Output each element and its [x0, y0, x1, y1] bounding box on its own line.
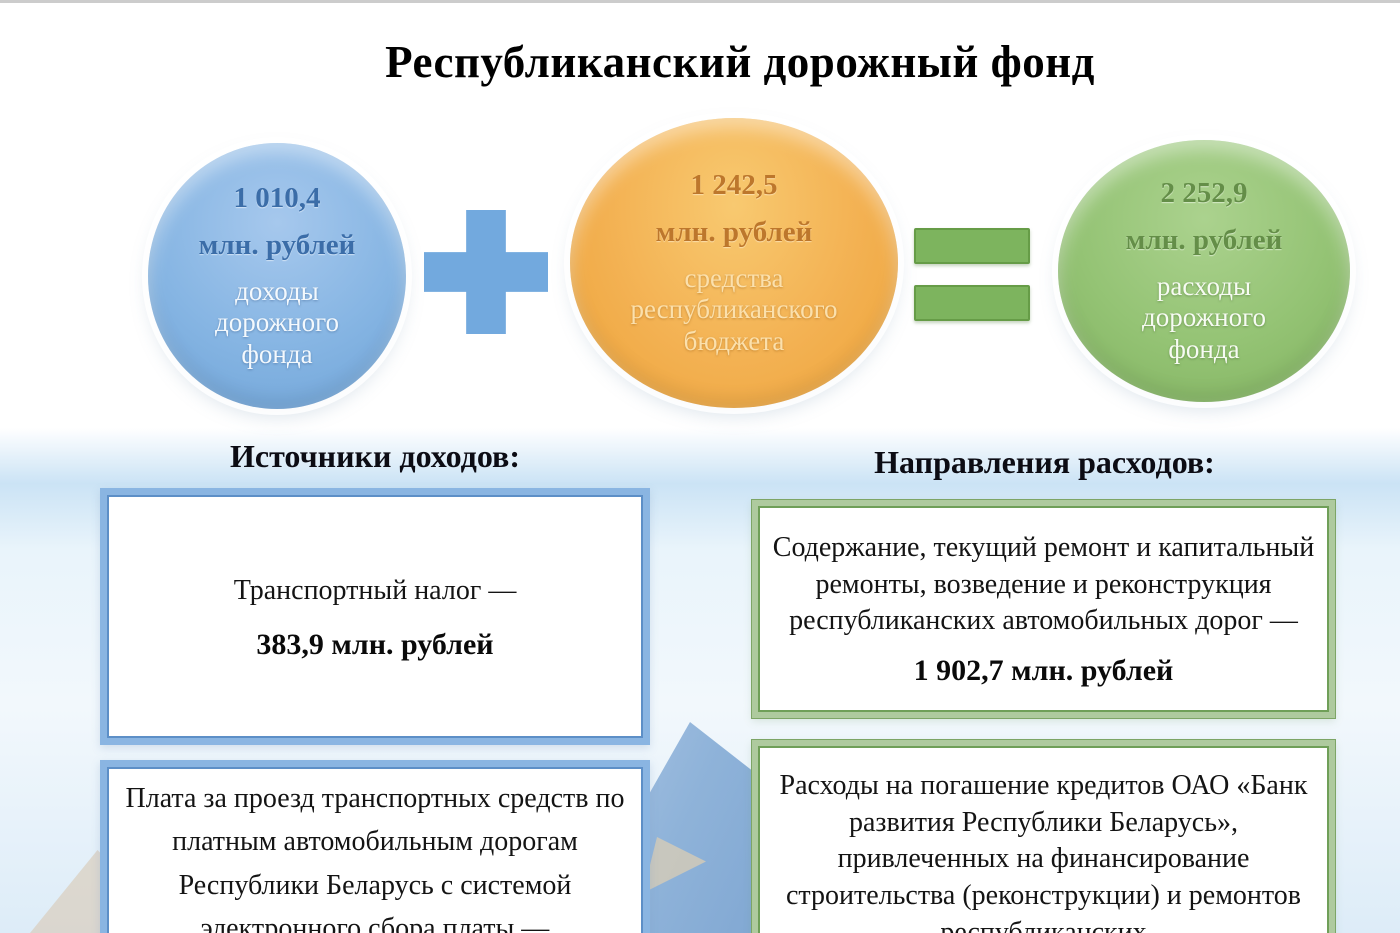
- income-sources-heading: Источники доходов:: [230, 438, 520, 474]
- expense-box-loan-repayment-text: Расходы на погашение кредитов ОАО «Банк …: [779, 770, 1308, 933]
- expense-box-maintenance: Содержание, текущий ремонт и капитальный…: [752, 500, 1335, 718]
- budget-circle-value: 1 242,5: [690, 168, 778, 201]
- expenses-circle-unit: млн. рублей: [1125, 223, 1283, 256]
- income-box-transport-tax: Транспортный налог — 383,9 млн. рублей: [100, 488, 650, 745]
- income-box-transport-tax-amount: 383,9 млн. рублей: [256, 628, 494, 662]
- expenses-circle-value: 2 252,9: [1160, 176, 1248, 209]
- income-box-toll-roads: Плата за проезд транспортных средств по …: [100, 760, 650, 933]
- equals-bar-top: [914, 228, 1030, 264]
- page-title: Республиканский дорожный фонд: [385, 37, 1095, 87]
- budget-circle: 1 242,5 млн. рублей средства республикан…: [570, 118, 898, 408]
- expense-box-maintenance-text: Содержание, текущий ремонт и капитальный…: [772, 532, 1315, 637]
- expenses-circle: 2 252,9 млн. рублей расходы дорожного фо…: [1058, 140, 1350, 402]
- plus-icon: [424, 210, 548, 334]
- income-box-transport-tax-text: Транспортный налог —: [233, 574, 517, 606]
- expense-box-loan-repayment: Расходы на погашение кредитов ОАО «Банк …: [752, 740, 1335, 933]
- expense-directions-heading: Направления расходов:: [874, 444, 1215, 480]
- income-circle: 1 010,4 млн. рублей доходы дорожного фон…: [148, 143, 406, 409]
- top-divider: [0, 0, 1400, 3]
- expenses-circle-label: расходы дорожного фонда: [1141, 270, 1267, 364]
- income-circle-label: доходы дорожного фонда: [214, 275, 340, 369]
- equals-icon: [914, 228, 1030, 321]
- income-circle-value: 1 010,4: [233, 181, 321, 214]
- income-circle-unit: млн. рублей: [198, 228, 356, 261]
- expense-box-maintenance-amount: 1 902,7 млн. рублей: [913, 653, 1174, 687]
- income-box-toll-roads-text: Плата за проезд транспортных средств по …: [125, 783, 625, 933]
- budget-circle-unit: млн. рублей: [655, 215, 813, 248]
- equals-bar-bottom: [914, 285, 1030, 321]
- budget-circle-label: средства республиканского бюджета: [630, 262, 838, 356]
